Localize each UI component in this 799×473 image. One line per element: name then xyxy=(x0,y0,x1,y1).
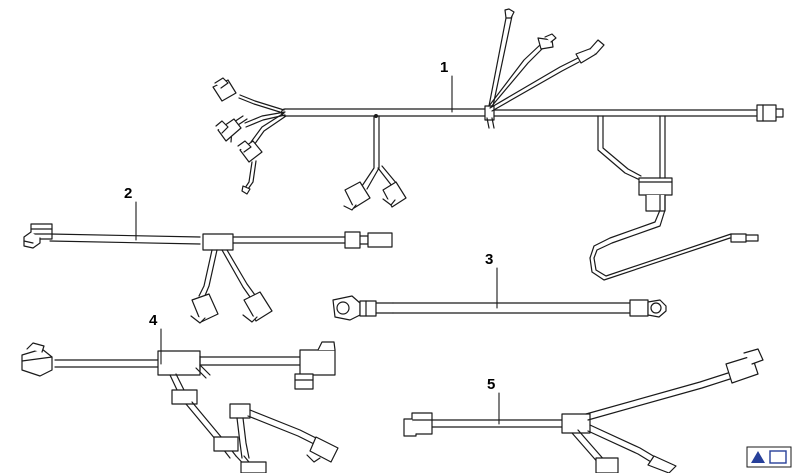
part-3-ground-strap xyxy=(332,295,667,321)
part-5-harness xyxy=(403,348,764,473)
part-4-harness xyxy=(21,341,339,473)
part-2-harness xyxy=(23,223,393,324)
callout-leaders xyxy=(135,75,500,425)
part-1-main-harness xyxy=(212,8,784,281)
callout-label-3: 3 xyxy=(485,251,494,268)
callout-label-1: 1 xyxy=(440,59,449,76)
callout-label-4: 4 xyxy=(149,312,158,329)
callout-label-2: 2 xyxy=(124,185,133,202)
corner-marker xyxy=(746,446,792,468)
callout-label-5: 5 xyxy=(487,376,496,393)
